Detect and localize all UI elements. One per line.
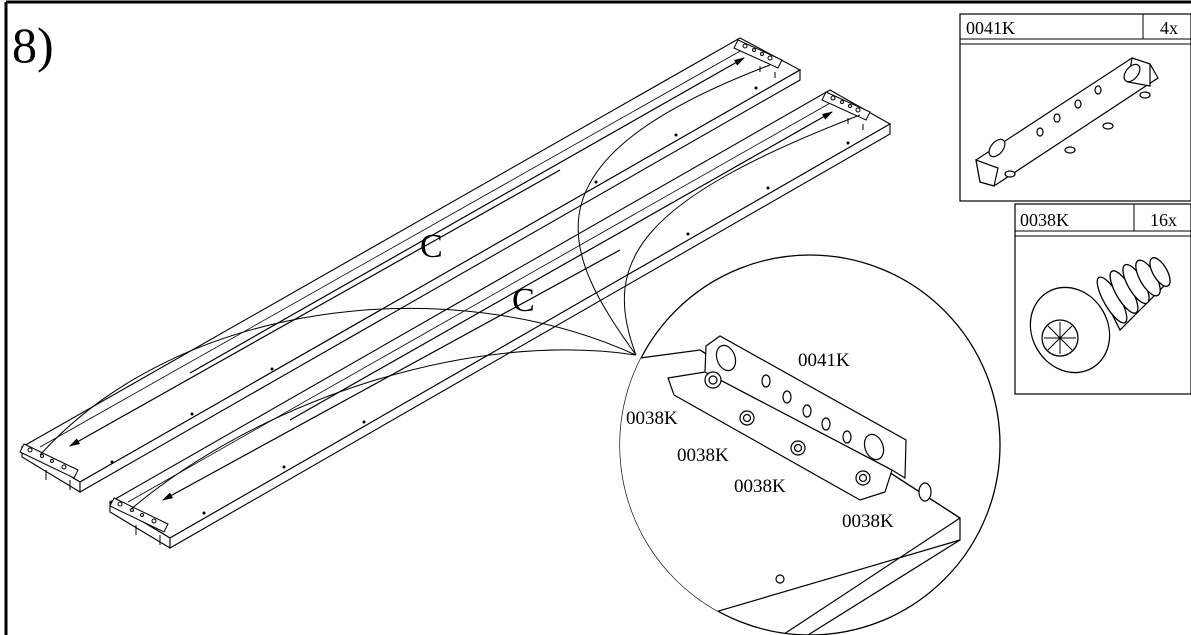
detail-label-screw-3: 0038K	[734, 476, 786, 497]
bracket-front-bottom	[109, 497, 169, 545]
direction-arrows	[69, 57, 833, 501]
detail-magnifier: 0041K 0038K 0038K 0038K 0038K	[619, 254, 1001, 635]
part-code-screw: 0038K	[1020, 210, 1069, 230]
page-frame	[4, 0, 1191, 635]
step-number: 8)	[12, 17, 54, 73]
part-code-bracket: 0041K	[966, 18, 1015, 38]
detail-label-screw-4: 0038K	[842, 511, 894, 532]
screw-icon	[1029, 257, 1171, 374]
part-qty-bracket: 4x	[1160, 18, 1178, 38]
parts-box-screw: 0038K 16x	[1014, 203, 1191, 395]
l-bracket-icon	[975, 57, 1159, 187]
part-qty-screw: 16x	[1150, 210, 1177, 230]
rail-holes	[110, 86, 850, 515]
bracket-front-top	[821, 91, 871, 130]
detail-label-screw-2: 0038K	[677, 445, 729, 466]
panel-label-c-back: C	[420, 228, 443, 265]
bracket-back-bottom	[19, 443, 79, 490]
detail-label-bracket: 0041K	[798, 350, 850, 371]
rail-panel-front	[108, 89, 892, 549]
detail-label-screw-1: 0038K	[626, 408, 678, 429]
detail-leader-lines	[39, 64, 861, 511]
parts-box-bracket: 0041K 4x	[959, 13, 1191, 202]
